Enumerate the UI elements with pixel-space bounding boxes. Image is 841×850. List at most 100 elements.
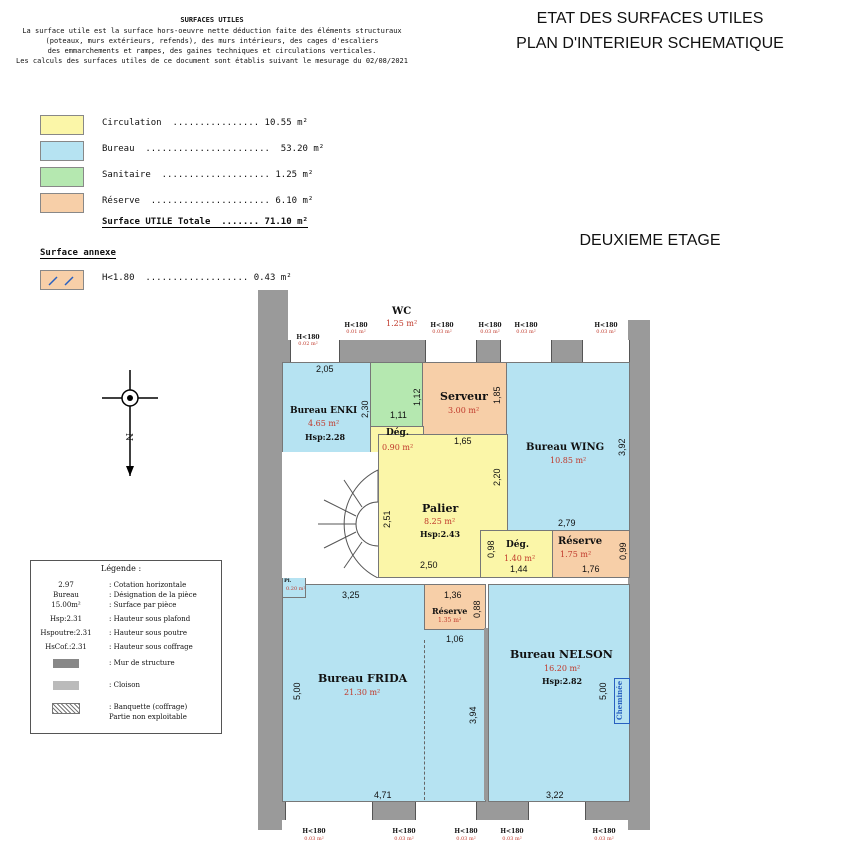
main-title-line-1: ETAT DES SURFACES UTILES — [536, 10, 764, 27]
window — [290, 340, 340, 362]
room-frida-area: 21.30 m² — [344, 688, 381, 697]
height-marker: H<180 — [296, 334, 320, 341]
dim-2-30: 2,30 — [360, 400, 370, 418]
height-marker-area: 0.03 m² — [456, 836, 476, 842]
window — [500, 340, 552, 362]
height-marker-area: 0.03 m² — [596, 329, 616, 335]
window — [582, 340, 630, 362]
dim-2-51: 2,51 — [382, 510, 392, 528]
room-palier-hsp: Hsp:2.43 — [420, 529, 461, 539]
room-wing-label: Bureau WING — [526, 442, 605, 453]
height-marker-area: 0.03 m² — [304, 836, 324, 842]
height-marker: H<180 — [478, 322, 502, 329]
height-marker-area: 0.03 m² — [480, 329, 500, 335]
definition-line-2: (poteaux, murs extérieurs, refends), des… — [45, 37, 379, 45]
dim-5-00-right: 5,00 — [598, 682, 608, 700]
compass-icon — [102, 370, 158, 476]
dim-1-06: 1,06 — [446, 634, 464, 644]
height-marker-area: 0.03 m² — [394, 836, 414, 842]
legende-box: Légende : 2.97: Cotation horizontale Bur… — [30, 560, 222, 734]
room-nelson-area: 16.20 m² — [544, 664, 581, 673]
dim-1-76: 1,76 — [582, 564, 600, 574]
height-marker: H<180 — [302, 828, 326, 835]
legende-row: 15.00m²: Surface par pièce — [51, 601, 177, 609]
height-marker-area: 0.02 m² — [298, 341, 318, 347]
room-degagement-2 — [480, 530, 554, 578]
height-marker-area: 0.03 m² — [516, 329, 536, 335]
room-deg2-area: 1.40 m² — [504, 554, 536, 563]
room-nelson-label: Bureau NELSON — [510, 648, 613, 661]
room-wing-area: 10.85 m² — [550, 456, 587, 465]
room-palier-area: 8.25 m² — [424, 517, 456, 526]
room-wc-area: 1.25 m² — [386, 319, 418, 328]
reserve-swatch — [40, 193, 84, 213]
height-marker-area: 0.01 m² — [346, 329, 366, 335]
bureau-swatch — [40, 141, 84, 161]
dim-1-44: 1,44 — [510, 564, 528, 574]
dim-0-98: 0,98 — [486, 540, 496, 558]
wall-left — [258, 290, 282, 830]
room-reserve2-label: Réserve — [432, 606, 468, 616]
dim-1-85: 1,85 — [492, 386, 502, 404]
room-pl-area: 0.20 m² — [286, 586, 306, 592]
dim-1-11: 1,11 — [390, 410, 407, 420]
room-reserve2-area: 1.35 m² — [438, 617, 462, 624]
window — [425, 340, 477, 362]
room-reserve1-area: 1.75 m² — [560, 550, 592, 559]
definition-line-4: Les calculs des surfaces utiles de ce do… — [16, 57, 408, 65]
annexe-hatch-swatch — [40, 270, 84, 290]
staircase — [282, 452, 378, 578]
dim-2-79: 2,79 — [558, 518, 576, 528]
room-reserve-2 — [424, 584, 486, 630]
room-enki-area: 4.65 m² — [308, 419, 340, 428]
height-marker: H<180 — [500, 828, 524, 835]
dim-0-99: 0,99 — [618, 542, 628, 560]
surface-annexe-title: Surface annexe — [40, 248, 116, 259]
legende-row: : Mur de structure — [37, 659, 217, 671]
dim-3-94: 3,94 — [468, 706, 478, 724]
dashed-divider — [424, 640, 425, 800]
height-marker: H<180 — [514, 322, 538, 329]
legende-row: Hsp:2.31: Hauteur sous plafond — [49, 615, 191, 623]
room-bureau-nelson — [488, 584, 630, 802]
surfaces-utiles-title: SURFACES UTILES — [180, 16, 244, 24]
circulation-swatch — [40, 115, 84, 135]
room-serveur-area: 3.00 m² — [448, 406, 480, 415]
dim-1-65: 1,65 — [454, 436, 472, 446]
legende-row: Bureau: Désignation de la pièce — [53, 591, 197, 599]
dim-0-88: 0,88 — [472, 600, 482, 618]
room-palier-label: Palier — [422, 502, 459, 515]
floor-title: DEUXIEME ETAGE — [579, 232, 721, 249]
room-enki-hsp: Hsp:2.28 — [305, 432, 346, 442]
dim-2-50: 2,50 — [420, 560, 438, 570]
room-serveur — [422, 362, 508, 436]
height-marker: H<180 — [592, 828, 616, 835]
dim-3-25: 3,25 — [342, 590, 360, 600]
room-deg1-label: Dég. — [386, 428, 409, 438]
room-frida-label: Bureau FRIDA — [318, 672, 408, 685]
height-marker: H<180 — [344, 322, 368, 329]
definition-line-3: des emmarchements et rampes, des gaines … — [47, 47, 377, 55]
main-title-line-2: PLAN D'INTERIEUR SCHEMATIQUE — [516, 35, 784, 52]
cheminee-box — [614, 678, 630, 724]
dim-3-22: 3,22 — [546, 790, 564, 800]
compass-north-label: N — [122, 433, 133, 441]
room-pl-label: Pl. — [284, 578, 292, 584]
legende-row: 2.97: Cotation horizontale — [58, 581, 187, 589]
legende-row: : Cloison — [37, 681, 217, 693]
dim-2-05: 2,05 — [316, 364, 334, 374]
dim-5-00-left: 5,00 — [292, 682, 302, 700]
room-enki-label: Bureau ENKI — [290, 406, 358, 416]
sanitaire-swatch — [40, 167, 84, 187]
height-marker-area: 0.03 m² — [594, 836, 614, 842]
legende-row: Partie non exploitable — [109, 713, 187, 721]
height-marker: H<180 — [430, 322, 454, 329]
cheminee-label: Cheminée — [615, 680, 624, 720]
legende-row: HsCof.:2.31: Hauteur sous coffrage — [45, 643, 193, 651]
room-wc-label: WC — [392, 306, 412, 317]
height-marker-area: 0.03 m² — [432, 329, 452, 335]
wall-right — [628, 320, 650, 830]
room-bureau-wing — [506, 362, 630, 532]
dim-1-12: 1,12 — [412, 388, 422, 406]
room-serveur-label: Serveur — [440, 390, 488, 403]
